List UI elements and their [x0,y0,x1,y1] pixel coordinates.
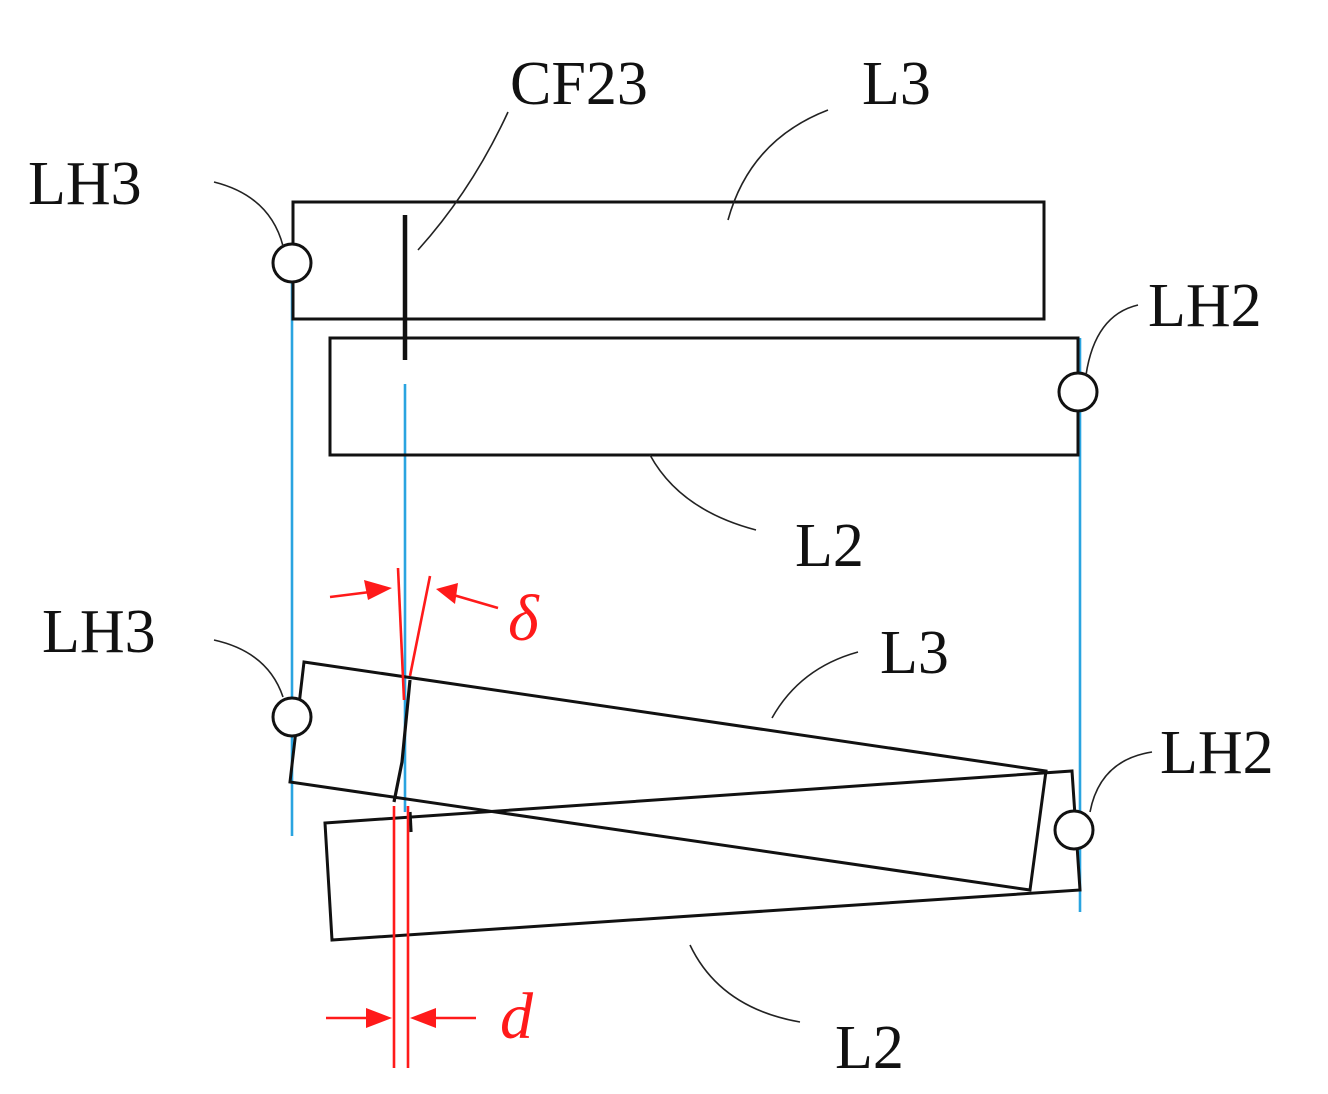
leader-lh3-bottom [213,639,284,698]
bottom-state: LH3 L3 LH2 L2 [42,598,1274,1082]
label-cf23: CF23 [510,50,648,118]
delta-rotated-line [408,575,432,677]
crack-cf23-lower [408,811,413,833]
label-gap-d: d [500,980,534,1053]
leader-lh2-bottom [1089,751,1153,813]
delta-arrow-right-head [436,583,458,604]
delta-arrow-left-head [364,580,392,600]
gap-arrow-right-head [410,1008,436,1028]
label-lh3-top: LH3 [28,150,142,218]
link-l2-top [328,336,1080,457]
top-state: LH3 CF23 L3 LH2 L2 [28,50,1262,580]
leader-l2-bottom [689,944,801,1023]
label-l2-bottom: L2 [835,1014,904,1082]
label-l2-top: L2 [795,512,864,580]
leader-lh3-top [213,181,284,247]
label-lh3-bottom: LH3 [42,598,156,666]
label-l3-bottom: L3 [880,619,949,687]
leader-lh2-top [1085,304,1139,376]
leader-l3-top [727,109,829,221]
delta-reference-line [396,567,406,701]
gap-arrow-left-head [366,1008,392,1028]
label-l3-top: L3 [862,50,931,118]
hinge-lh2-bottom [1053,809,1095,851]
hinge-lh2-top [1057,371,1099,413]
label-lh2-bottom: LH2 [1160,719,1274,787]
leader-l2-top [649,454,757,531]
hinge-lh3-top [271,242,313,284]
label-delta: δ [508,582,540,655]
leader-l3-bottom [771,651,859,719]
crack-cf23-deformed [392,679,412,803]
delta-arrow-right-shaft [449,592,499,610]
annotations: δ d [326,567,540,1068]
leader-cf23 [417,111,509,251]
link-l2-bottom [323,769,1082,942]
hinge-lh3-bottom [271,696,313,738]
link-l3-bottom [288,660,1048,892]
label-lh2-top: LH2 [1148,272,1262,340]
